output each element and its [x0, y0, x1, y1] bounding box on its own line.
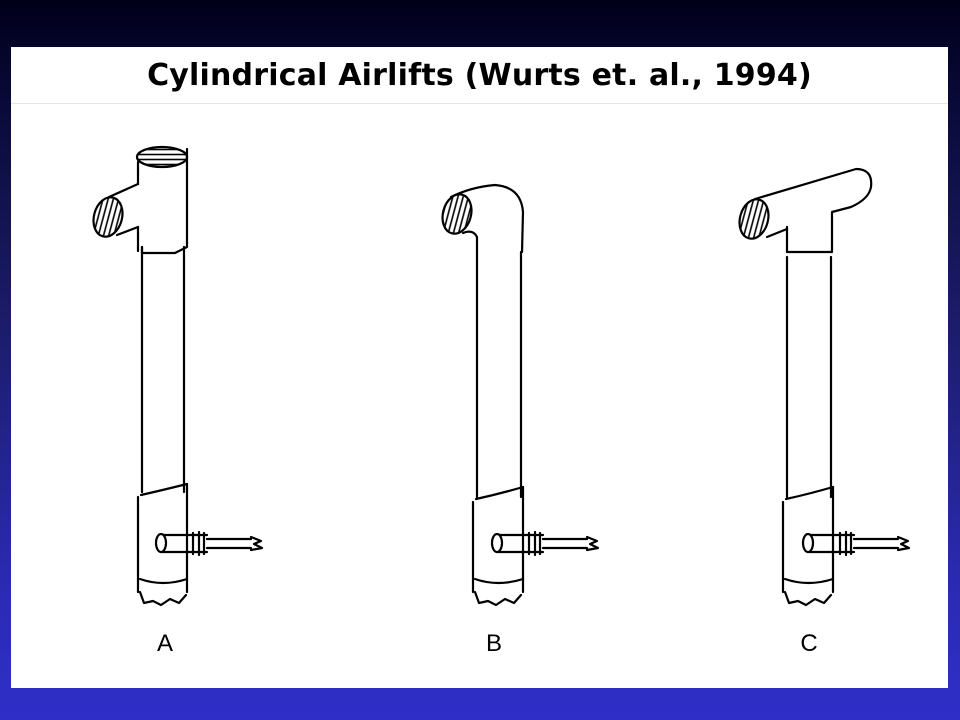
airlift-b	[441, 183, 600, 607]
airlift-c	[738, 167, 911, 607]
airlift-illustrations	[92, 145, 911, 607]
airlift-a	[92, 145, 264, 607]
label-b: B	[485, 630, 502, 657]
label-c: C	[800, 630, 818, 657]
label-a: A	[156, 630, 173, 657]
airlift-diagram: A B C	[11, 47, 948, 688]
slide-title: Cylindrical Airlifts (Wurts et. al., 199…	[147, 57, 812, 93]
title-bar: Cylindrical Airlifts (Wurts et. al., 199…	[11, 47, 948, 104]
slide-panel: Cylindrical Airlifts (Wurts et. al., 199…	[11, 47, 948, 688]
